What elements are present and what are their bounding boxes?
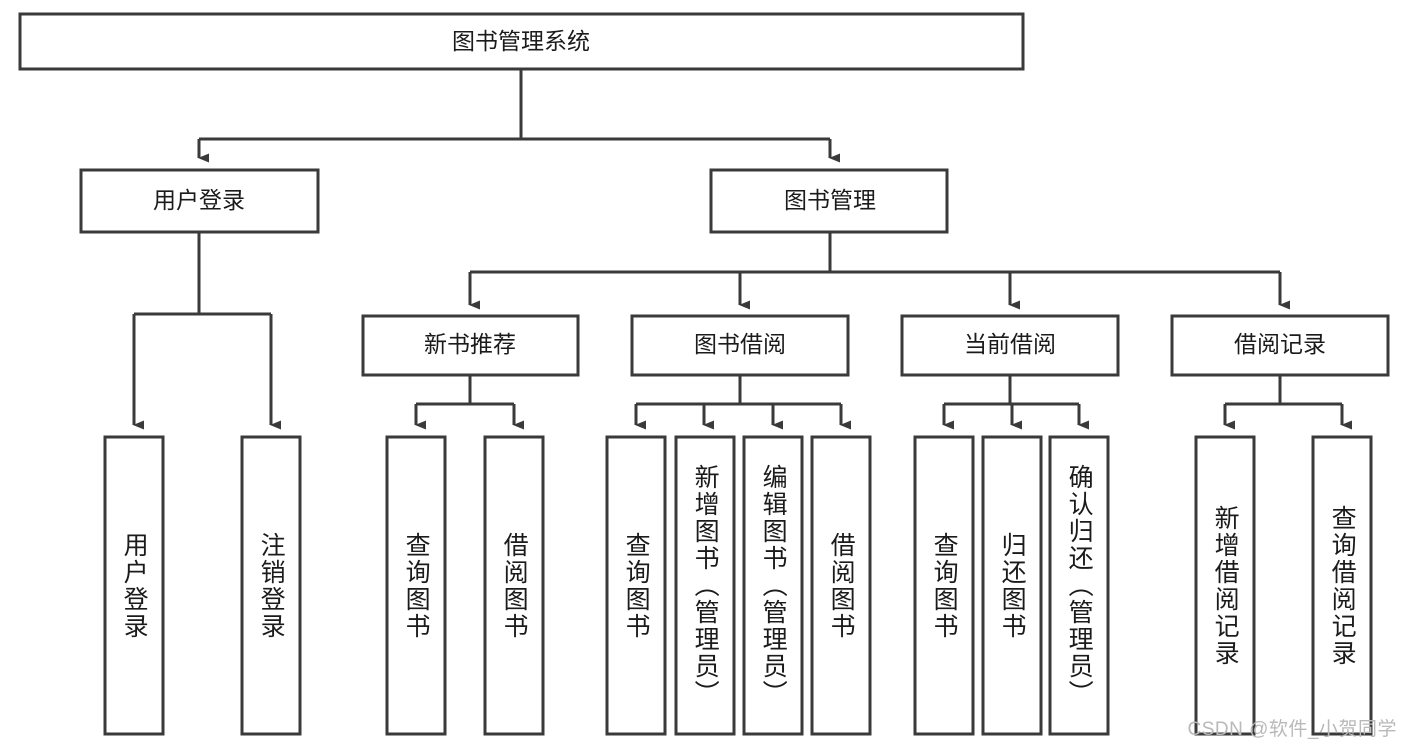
node-book-borrow-box[interactable] xyxy=(630,314,850,377)
leaf-box-user-login-2[interactable] xyxy=(240,435,302,736)
node-root-label: 图书管理系统 xyxy=(452,28,590,54)
leaf-box-bb-2[interactable] xyxy=(674,435,736,736)
node-new-book-recommend-label: 新书推荐 xyxy=(424,331,516,357)
connector-group-user-login xyxy=(132,232,281,430)
watermark-text: CSDN @软件_小贺同学 xyxy=(1187,719,1397,740)
node-borrow-record-label: 借阅记录 xyxy=(1234,331,1326,357)
node-user-login-label: 用户登录 xyxy=(153,187,245,213)
node-user-login-box[interactable] xyxy=(79,168,320,234)
node-current-borrow-label: 当前借阅 xyxy=(964,331,1056,357)
node-book-borrow-label: 图书借阅 xyxy=(694,331,786,357)
node-new-book-recommend-box[interactable] xyxy=(361,314,580,377)
connector-group-root xyxy=(197,69,840,163)
connector-group-book-borrow xyxy=(634,375,851,430)
leaf-box-cb-1[interactable] xyxy=(913,435,975,736)
node-root-box[interactable] xyxy=(18,12,1025,71)
connector-group-borrow-record xyxy=(1223,375,1352,430)
leaf-box-bb-1[interactable] xyxy=(605,435,667,736)
node-current-borrow-box[interactable] xyxy=(900,314,1120,377)
leaf-box-cb-2[interactable] xyxy=(981,435,1043,736)
connector-group-new-book-recommend xyxy=(414,375,524,430)
node-book-manage-box[interactable] xyxy=(709,168,949,234)
leaf-box-bb-3[interactable] xyxy=(742,435,804,736)
leaf-box-nbr-1[interactable] xyxy=(385,435,447,736)
connector-group-current-borrow xyxy=(942,375,1089,430)
leaf-box-br-1[interactable] xyxy=(1194,435,1256,736)
leaf-box-nbr-2[interactable] xyxy=(483,435,545,736)
node-borrow-record-box[interactable] xyxy=(1170,314,1390,377)
leaf-box-br-2[interactable] xyxy=(1311,435,1373,736)
leaf-box-cb-3[interactable] xyxy=(1048,435,1110,736)
connector-group-book-manage xyxy=(468,232,1290,310)
leaf-box-user-login-1[interactable] xyxy=(103,435,165,736)
node-book-manage-label: 图书管理 xyxy=(784,187,876,213)
leaf-box-bb-4[interactable] xyxy=(810,435,872,736)
